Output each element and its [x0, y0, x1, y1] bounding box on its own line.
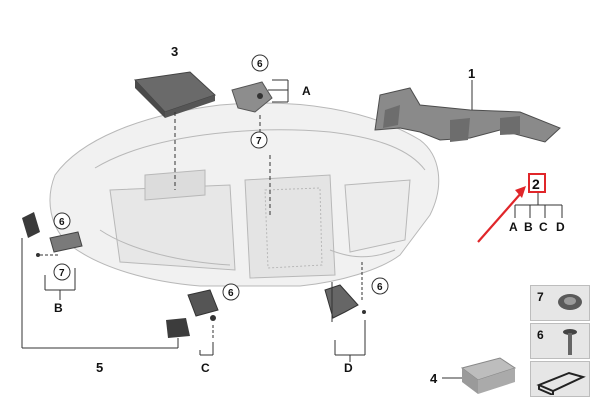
group-label-a: A — [302, 84, 311, 98]
circle-callout-7-top: 7 — [250, 131, 268, 149]
adjuster-c-part[interactable] — [187, 289, 219, 356]
callout-part2: 2 — [532, 176, 540, 192]
tree-label-d: D — [556, 220, 565, 234]
legend-panel-extra[interactable] — [530, 361, 590, 397]
legend-panel-screw[interactable]: 6 — [530, 323, 590, 359]
screw-icon — [563, 329, 577, 355]
group-label-b: B — [54, 301, 63, 315]
circle-callout-6-left: 6 — [53, 212, 71, 230]
box-part4[interactable] — [442, 357, 517, 394]
legend-panel-grommet[interactable]: 7 — [530, 285, 590, 321]
circle-callout-6-d: 6 — [371, 277, 389, 295]
adjuster-d-part[interactable] — [324, 262, 366, 362]
control-unit-part3[interactable] — [133, 71, 216, 190]
grommet-icon — [558, 294, 582, 310]
callout-part1: 1 — [468, 66, 475, 81]
callout-part4: 4 — [430, 371, 438, 386]
group-label-c: C — [201, 361, 210, 375]
svg-text:7: 7 — [256, 136, 262, 147]
tree-label-c: C — [539, 220, 548, 234]
support-bracket-part1[interactable] — [374, 80, 561, 143]
circle-callout-7-left: 7 — [53, 263, 71, 281]
shelf-icon — [536, 371, 586, 395]
circle-callout-6-top: 6 — [251, 54, 269, 72]
legend-num-6: 6 — [537, 328, 544, 342]
headlight-housing — [49, 102, 440, 287]
tree-label-b: B — [524, 220, 533, 234]
svg-text:6: 6 — [257, 59, 263, 70]
adjuster-b-part[interactable] — [22, 212, 83, 300]
cap-part5[interactable] — [21, 238, 190, 349]
highlight-arrow — [477, 186, 526, 243]
svg-text:6: 6 — [59, 217, 65, 228]
circle-callout-6-c: 6 — [222, 283, 240, 301]
svg-text:6: 6 — [228, 288, 234, 299]
callout-part5: 5 — [96, 360, 103, 375]
legend-num-7: 7 — [537, 290, 544, 304]
part2-tree — [514, 192, 563, 218]
tree-label-a: A — [509, 220, 518, 234]
svg-text:6: 6 — [377, 282, 383, 293]
bracket-a-part[interactable] — [231, 79, 289, 215]
svg-text:7: 7 — [59, 268, 65, 279]
callout-part3: 3 — [171, 44, 178, 59]
highlight-box — [528, 173, 546, 193]
group-label-d: D — [344, 361, 353, 375]
